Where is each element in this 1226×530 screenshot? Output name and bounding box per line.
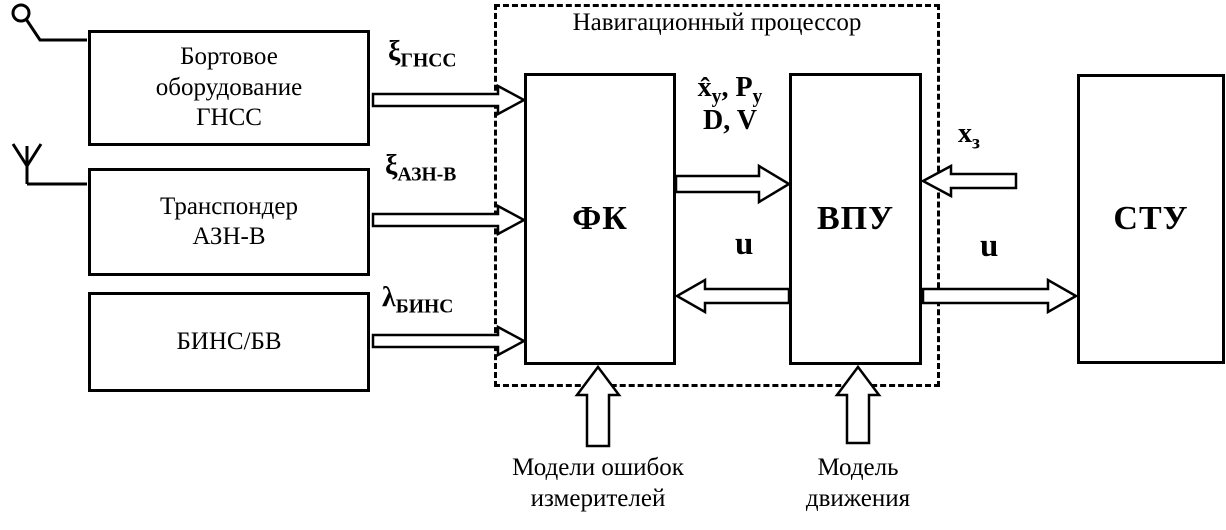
label-x-z: xз	[958, 118, 980, 155]
label-xi-gnss-sub: ГНСС	[400, 50, 457, 72]
label-xhat-symbol: x̂	[697, 72, 712, 103]
note-motion-model-line2: движения	[805, 485, 911, 513]
label-lambda-bins: λБИНС	[382, 282, 453, 319]
block-transponder-line1: Транспондер	[160, 192, 298, 220]
block-fk-label: ФК	[572, 200, 628, 238]
navigation-processor-title: Навигационный процессор	[572, 9, 862, 36]
label-xi-gnss: ξГНСС	[388, 36, 457, 73]
block-bins: БИНС/БВ	[88, 292, 370, 392]
block-stu: СТУ	[1077, 74, 1225, 364]
block-vpu-label: ВПУ	[816, 200, 895, 238]
block-stu-label: СТУ	[1113, 200, 1189, 238]
label-u-feedback: u	[735, 226, 754, 262]
label-xi-azn: ξАЗН-В	[385, 150, 456, 187]
label-x-z-sub: з	[972, 132, 980, 154]
label-xi-azn-symbol: ξ	[385, 150, 398, 181]
note-fk-error-models-line2: измерителей	[530, 485, 666, 513]
gnss-antenna-lead	[24, 18, 87, 42]
label-fk-output-line2: D, V	[703, 105, 757, 136]
label-u-control: u	[980, 228, 999, 264]
block-gnss-equipment-line3: ГНСС	[196, 104, 262, 132]
note-fk-error-models: Модели ошибок измерителей	[478, 452, 718, 515]
block-vpu: ВПУ	[789, 73, 922, 365]
block-bins-label: БИНС/БВ	[176, 327, 282, 355]
adsb-antenna-whip	[11, 143, 43, 184]
adsb-antenna-icon	[11, 143, 87, 186]
note-motion-model: Модель движения	[758, 452, 958, 515]
arrow-u-vpu-to-stu	[921, 277, 1079, 315]
label-xi-gnss-symbol: ξ	[388, 36, 401, 67]
label-x-z-symbol: x	[958, 118, 972, 149]
note-fk-error-models-line1: Модели ошибок	[512, 454, 684, 481]
block-fk: ФК	[524, 73, 676, 365]
label-lambda-bins-sub: БИНС	[395, 296, 454, 318]
block-transponder: Транспондер АЗН-В	[88, 168, 370, 276]
block-gnss-equipment: Бортовое оборудование ГНСС	[88, 30, 370, 146]
block-gnss-equipment-line1: Бортовое	[180, 43, 278, 71]
block-transponder-line2: АЗН-В	[192, 223, 266, 250]
gnss-antenna-loop	[11, 3, 31, 23]
label-lambda-bins-symbol: λ	[382, 282, 396, 313]
label-fk-output-line1: x̂у, Pу	[660, 72, 800, 109]
note-motion-model-line1: Модель	[817, 454, 899, 481]
block-gnss-equipment-line2: оборудование	[155, 73, 303, 101]
label-xi-azn-sub: АЗН-В	[397, 164, 457, 186]
label-xhat-sub: у	[711, 86, 722, 108]
gnss-antenna-icon	[11, 3, 87, 42]
label-p-symbol: , P	[721, 72, 753, 103]
label-p-sub: у	[752, 86, 763, 108]
